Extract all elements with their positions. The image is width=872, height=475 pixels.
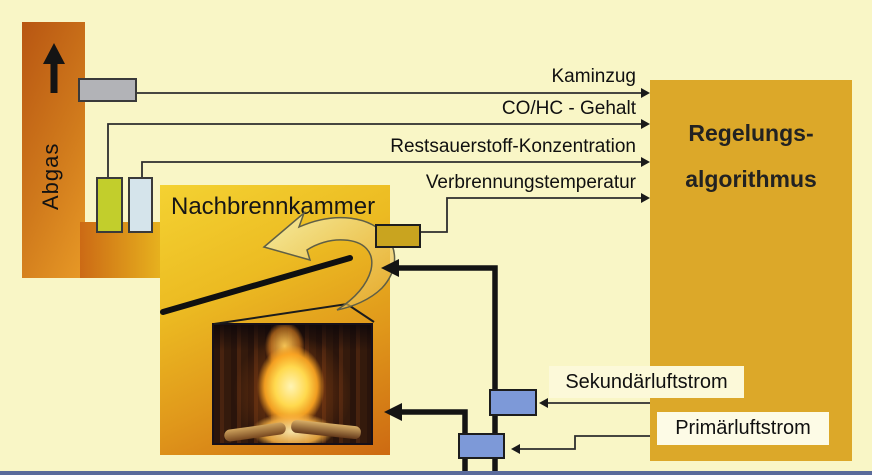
log — [223, 421, 287, 443]
secondary-air-label: Sekundärluftstrom — [549, 366, 744, 398]
exhaust-gas-label: Abgas — [38, 142, 63, 210]
log — [290, 419, 362, 440]
primary-air-label: Primärluftstrom — [657, 412, 829, 445]
flue-connector — [80, 222, 168, 278]
chimney-draft-sensor — [78, 78, 137, 102]
signal-label-kaminzug: Kaminzug — [551, 66, 637, 87]
signal-label-verbrennungstemperatur: Verbrennungstemperatur — [425, 172, 636, 193]
control-algorithm-box: Regelungs- algorithmus — [650, 80, 852, 461]
primary-air-control-arrow — [511, 435, 650, 454]
controller-title-line2: algorithmus — [685, 166, 817, 192]
secondary-air-control-arrow — [539, 398, 650, 408]
primary-air-valve — [458, 433, 505, 459]
fire-photo — [212, 323, 373, 445]
bottom-border-strip — [0, 471, 872, 475]
oxygen-sensor — [128, 177, 153, 233]
temperature-sensor — [375, 224, 421, 248]
co-hc-sensor — [96, 177, 123, 233]
secondary-air-valve — [489, 389, 537, 416]
primary-air-duct — [384, 403, 468, 472]
signal-arrowheads — [641, 88, 650, 203]
chamber-label: Nachbrennkammer — [171, 193, 376, 220]
signal-label-restsauerstoff: Restsauerstoff-Konzentration — [390, 136, 636, 157]
controller-title-line1: Regelungs- — [688, 120, 814, 146]
signal-label-co-hc: CO/HC - Gehalt — [501, 98, 636, 119]
